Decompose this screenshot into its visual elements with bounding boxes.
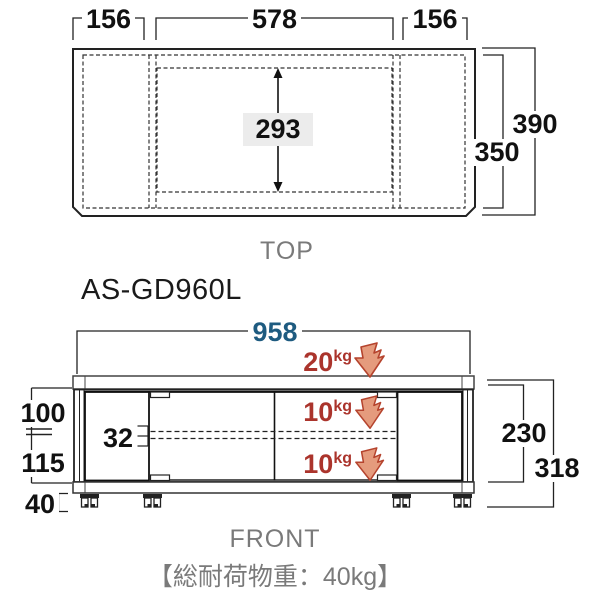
right-dimension-brackets — [487, 379, 555, 508]
right-door — [396, 391, 463, 482]
bottom-panel — [72, 481, 475, 494]
top-view-section-dividers — [148, 55, 401, 208]
load-arrow-bottom — [355, 447, 385, 482]
top-view-inner-edge — [82, 54, 466, 209]
side-panels — [79, 390, 468, 482]
top-view-drawing — [72, 17, 536, 217]
top-view-recess — [156, 67, 393, 193]
width-dimension-bracket — [76, 330, 471, 374]
caster-icon — [143, 494, 162, 508]
top-panel — [72, 375, 475, 390]
caster-icon — [80, 494, 99, 508]
left-dimension-lines — [26, 387, 72, 484]
shelf-thickness-bracket — [137, 425, 149, 447]
caster-height-bracket — [57, 492, 68, 513]
front-view-drawing — [26, 330, 555, 513]
casters — [80, 494, 472, 508]
shelf-dashed-lines — [150, 430, 397, 440]
load-arrow-middle — [355, 395, 385, 430]
top-view-outline — [72, 48, 476, 217]
load-arrows — [354, 342, 385, 482]
caster-icon — [392, 494, 411, 508]
door-track-blocks — [149, 391, 398, 482]
load-arrow-top — [354, 342, 385, 378]
caster-icon — [453, 494, 472, 508]
